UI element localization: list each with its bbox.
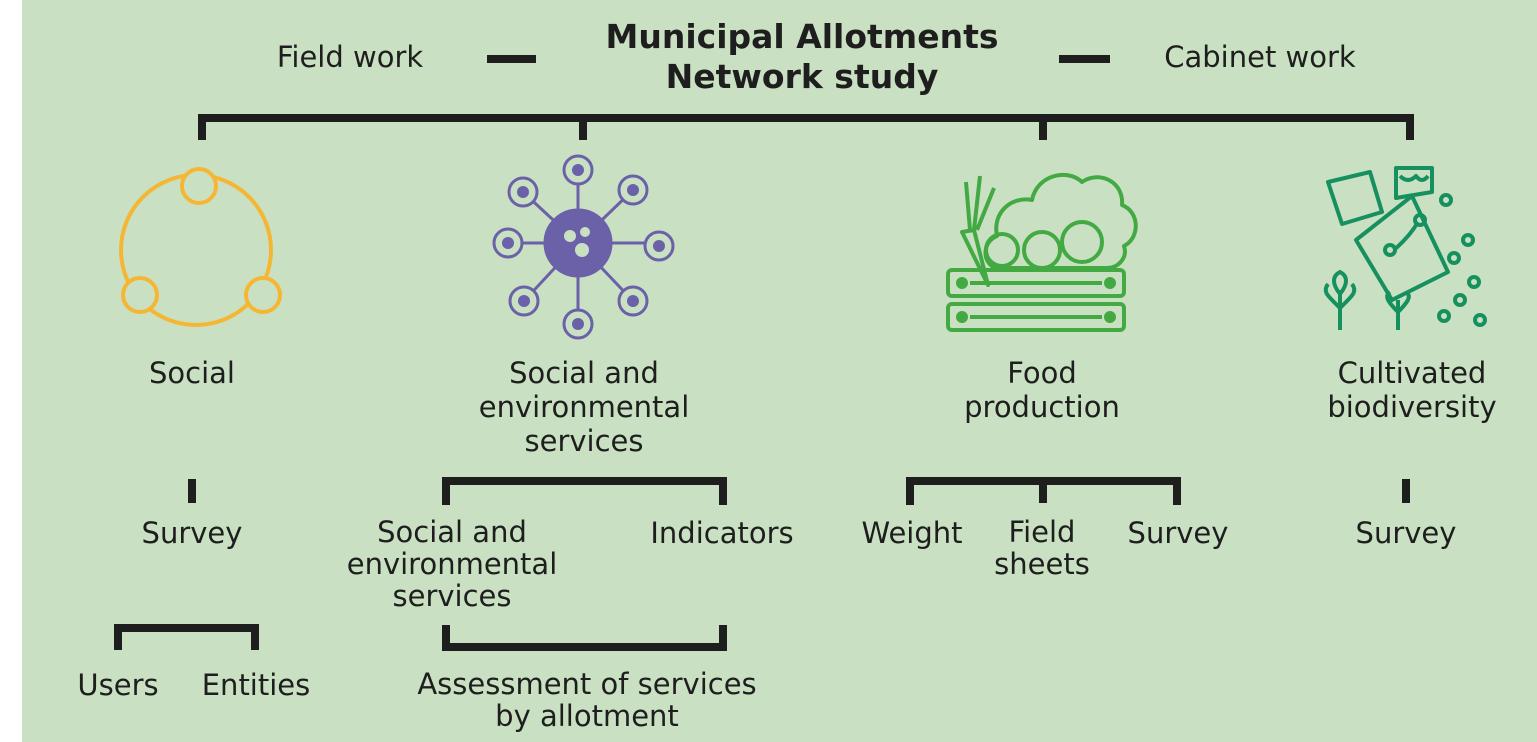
social-users-label: Users xyxy=(77,668,159,702)
circle-network-icon xyxy=(119,167,282,327)
services-method-label: Social and environmental services xyxy=(346,515,558,613)
seed-packet-icon xyxy=(1323,166,1487,330)
social-entities-label: Entities xyxy=(201,668,311,702)
food-field-sheets-label: Field sheets xyxy=(994,515,1090,581)
diagram-canvas: Field work Municipal Allotments Network … xyxy=(22,0,1537,742)
diagram-title-line1: Municipal Allotments xyxy=(605,17,999,56)
social-users-bracket xyxy=(114,624,259,650)
services-assessment-bracket xyxy=(442,625,727,651)
category-social-label: Social xyxy=(149,356,235,390)
header-field-work: Field work xyxy=(276,40,424,74)
tree-connectors xyxy=(114,55,1414,651)
services-bracket xyxy=(442,477,727,505)
category-biodiversity-label: Cultivated biodiversity xyxy=(1327,356,1497,424)
top-bracket xyxy=(198,114,1414,140)
biodiversity-survey-label: Survey xyxy=(1355,516,1457,550)
header-cabinet-work: Cabinet work xyxy=(1164,40,1356,74)
services-indicators-label: Indicators xyxy=(650,516,794,550)
services-assessment-label: Assessment of services by allotment xyxy=(417,667,757,733)
ecosystem-services-icon xyxy=(492,154,675,340)
category-food-label: Food production xyxy=(964,356,1120,424)
social-survey-label: Survey xyxy=(141,516,243,550)
category-services-label: Social and environmental services xyxy=(478,356,690,458)
food-survey-label: Survey xyxy=(1127,516,1229,550)
vegetable-crate-icon xyxy=(946,172,1138,332)
food-weight-label: Weight xyxy=(861,516,963,550)
diagram-title-line2: Network study xyxy=(665,57,939,96)
